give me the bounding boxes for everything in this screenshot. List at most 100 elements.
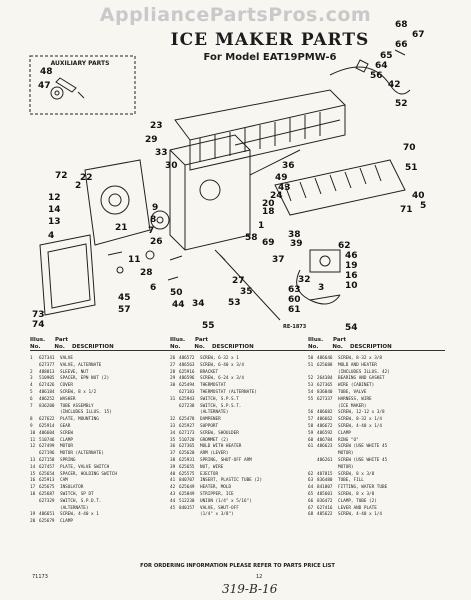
part-description: (ICE MAKER): [338, 403, 367, 409]
illus-number: 2: [30, 369, 33, 375]
callout-12: 12: [48, 193, 61, 203]
column-header: Illus. Part No. No. DESCRIPTION: [308, 337, 448, 351]
illus-number: 32: [170, 417, 176, 423]
illus-number: 16: [30, 478, 36, 484]
header-no: No.: [308, 344, 319, 350]
table-row: MOTOR): [308, 451, 448, 458]
callout-58: 58: [245, 233, 258, 243]
part-description: PLATE, VALVE SWITCH: [60, 464, 110, 470]
callout-34: 34: [192, 299, 205, 309]
part-number: 836480: [317, 478, 333, 484]
header-divider: [30, 350, 445, 351]
part-number: 625943: [179, 396, 195, 402]
part-number: 840707: [179, 478, 195, 484]
illus-number: 50: [308, 356, 314, 361]
callout-51: 51: [405, 163, 418, 173]
handwritten-note: 319-B-16: [222, 582, 278, 596]
part-number: 627377: [39, 362, 55, 368]
illus-number: 43: [170, 492, 176, 497]
part-number: 486563: [179, 362, 195, 368]
illus-number: 9: [30, 424, 33, 429]
part-description: (1/4" x 3/8"): [200, 512, 234, 518]
part-number: 627622: [39, 417, 55, 423]
ordering-note: FOR ORDERING INFORMATION PLEASE REFER TO…: [140, 563, 335, 569]
illus-number: 7: [30, 403, 33, 409]
diagram-code: RE-1873: [283, 324, 307, 330]
table-row: MOTOR): [308, 465, 448, 472]
part-description: STRIPPER, ICE: [200, 492, 234, 497]
callout-69: 69: [262, 238, 275, 248]
callout-32: 32: [298, 275, 311, 285]
part-number: 485601: [317, 492, 333, 497]
part-description: GROMMET (2): [200, 437, 229, 443]
header-illus: Illus.: [30, 337, 46, 343]
part-number: 486572: [179, 356, 195, 361]
header-description: DESCRIPTION: [212, 344, 254, 350]
illus-number: 8: [30, 417, 33, 423]
part-number: 627173: [179, 430, 195, 436]
part-description: SPRING: [60, 458, 76, 463]
part-description: SWITCH, S.P.S.T.: [200, 403, 242, 409]
callout-19: 19: [345, 261, 358, 271]
callout-56: 56: [370, 71, 383, 81]
callout-73: 73: [32, 310, 45, 320]
part-number: 836840: [317, 390, 333, 395]
part-description: COVER: [60, 383, 73, 389]
callout-16: 16: [345, 271, 358, 281]
part-number: 486672: [317, 424, 333, 429]
callout-46: 46: [345, 251, 358, 261]
part-description: SCREW (USE WHITE 45: [338, 444, 388, 450]
part-description: ARM (LEVER): [200, 451, 229, 457]
header-part: Part: [55, 337, 68, 343]
illus-number: 44: [170, 498, 176, 504]
illus-number: 51: [308, 362, 314, 368]
illus-number: 28: [170, 369, 176, 375]
part-number: 486662: [317, 417, 333, 423]
part-description: SCREW: [60, 430, 73, 436]
illus-number: 38: [170, 458, 176, 463]
part-number: 627329: [39, 498, 55, 504]
illus-number: 65: [308, 492, 314, 497]
illus-number: 20: [30, 519, 36, 525]
callout-45: 45: [118, 293, 131, 303]
table-row: (1/4" x 3/8"): [170, 512, 310, 519]
part-description: CLAMP: [338, 430, 351, 436]
illus-number: 37: [170, 451, 176, 457]
callout-20: 20: [262, 199, 275, 209]
illus-number: 52: [308, 376, 314, 382]
part-description: TUBE, FILL: [338, 478, 364, 484]
illus-number: 57: [308, 417, 314, 423]
illus-number: 26: [170, 356, 176, 361]
illus-number: 35: [170, 437, 176, 443]
callout-27: 27: [232, 276, 245, 286]
part-number: 840157: [179, 505, 195, 511]
callout-70: 70: [403, 143, 416, 153]
part-description: EJECTOR: [200, 471, 219, 477]
part-description: SCREW, 8 x 1/2: [60, 390, 97, 395]
callout-13: 13: [48, 217, 61, 227]
part-number: 627499: [39, 444, 55, 450]
exploded-parts-diagram: 48 47 68 67 66 65 64 56 42 52 23 29 33 7…: [29, 20, 426, 333]
illus-number: 36: [170, 444, 176, 450]
part-number: 627365: [179, 444, 195, 450]
illus-number: 11: [30, 437, 36, 443]
part-number: 625649: [179, 485, 195, 491]
